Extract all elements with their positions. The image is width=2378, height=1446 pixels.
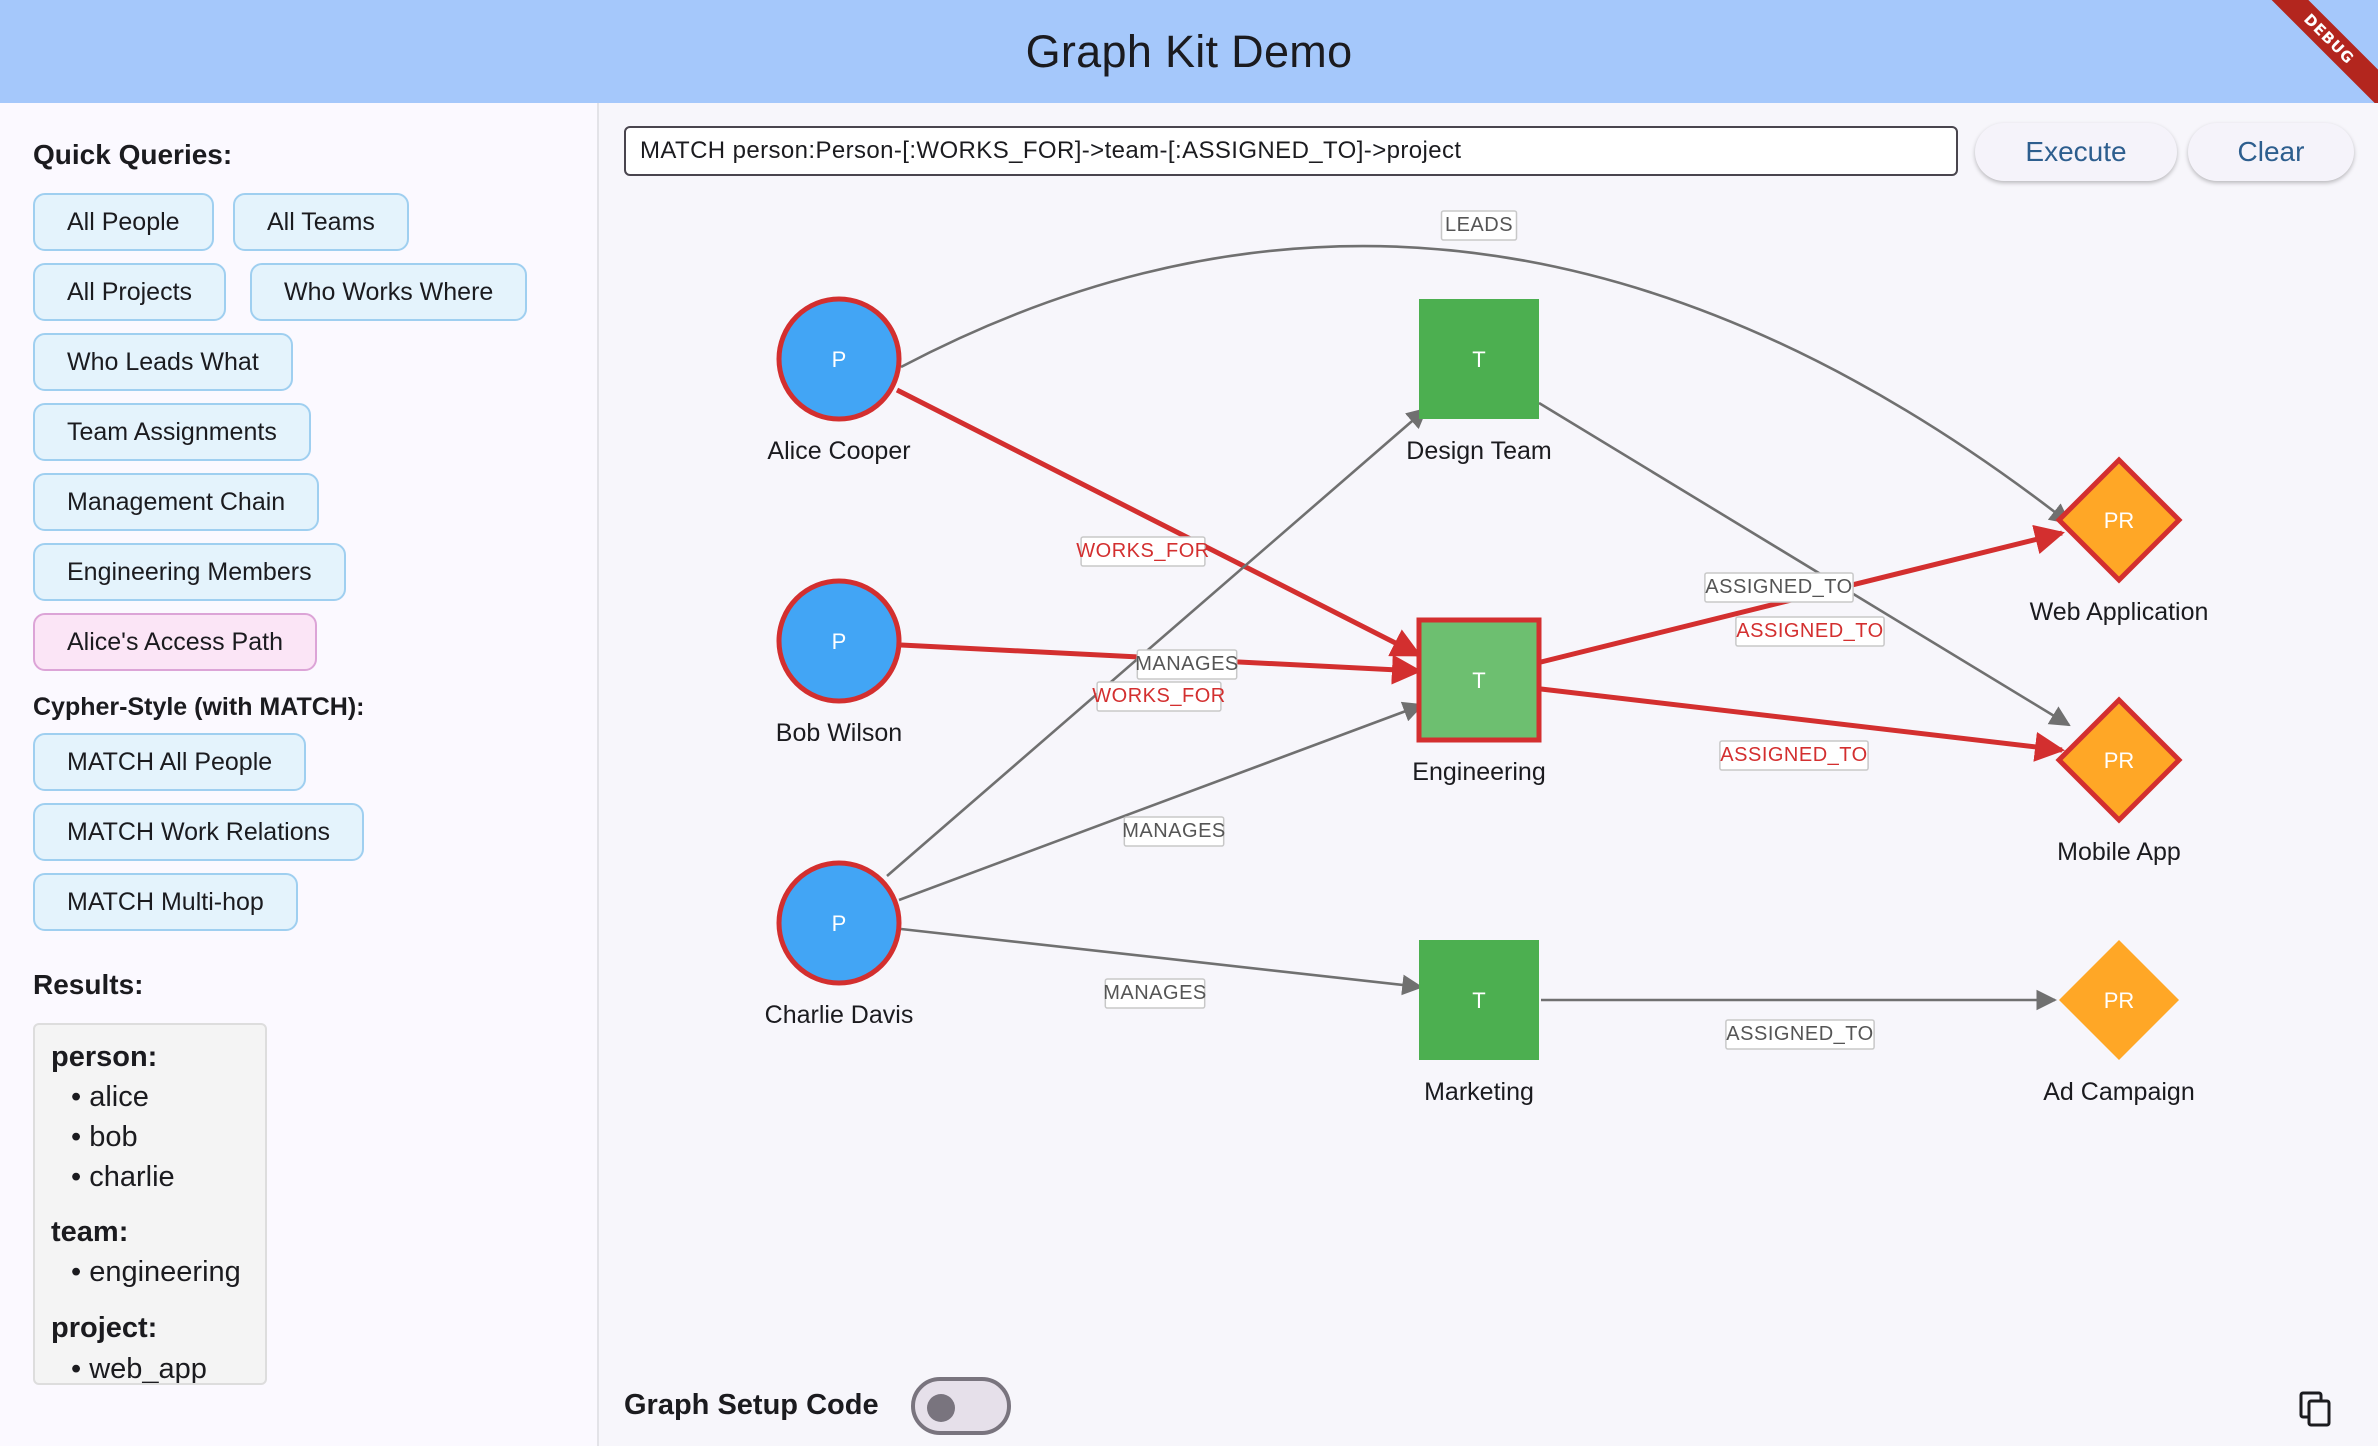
svg-text:MANAGES: MANAGES	[1135, 653, 1239, 675]
query-chip-who-works-where[interactable]: Who Works Where	[250, 263, 528, 321]
result-item: • web_app	[71, 1353, 207, 1385]
svg-text:ASSIGNED_TO: ASSIGNED_TO	[1726, 1023, 1873, 1045]
svg-text:ASSIGNED_TO: ASSIGNED_TO	[1720, 744, 1867, 766]
query-chip-team-assignments[interactable]: Team Assignments	[33, 403, 311, 461]
edge-alice-webapp[interactable]	[900, 244, 2071, 525]
result-key-person: person:	[51, 1041, 158, 1073]
node-adcampaign[interactable]: PR Ad Campaign	[2043, 940, 2195, 1106]
copy-icon[interactable]	[2299, 1391, 2333, 1427]
query-chip-engineering-members[interactable]: Engineering Members	[33, 543, 346, 601]
edge-label: ASSIGNED_TO	[1725, 1019, 1875, 1050]
edge-label: LEADS	[1440, 210, 1518, 241]
svg-text:MANAGES: MANAGES	[1122, 820, 1226, 842]
edge-label: ASSIGNED_TO	[1704, 572, 1854, 603]
node-label: Bob Wilson	[776, 719, 902, 747]
cypher-section-title: Cypher-Style (with MATCH):	[33, 693, 365, 721]
cypher-chip-match-all-people[interactable]: MATCH All People	[33, 733, 307, 791]
cypher-chip-match-multi-hop[interactable]: MATCH Multi-hop	[33, 873, 298, 931]
result-item: • charlie	[71, 1161, 175, 1193]
edge-label: WORKS_FOR	[1076, 536, 1209, 567]
execute-button[interactable]: Execute	[1975, 123, 2177, 181]
app-bar: Graph Kit Demo	[0, 0, 2378, 103]
edge-label: MANAGES	[1135, 649, 1239, 680]
query-chip-who-leads-what[interactable]: Who Leads What	[33, 333, 293, 391]
node-label: Charlie Davis	[765, 1001, 914, 1029]
svg-text:ASSIGNED_TO: ASSIGNED_TO	[1705, 576, 1852, 598]
result-item: • bob	[71, 1121, 138, 1153]
node-bob[interactable]: P Bob Wilson	[776, 578, 902, 747]
node-mobile[interactable]: PR Mobile App	[2055, 696, 2183, 866]
edge-label: ASSIGNED_TO	[1735, 616, 1885, 647]
result-item: • alice	[71, 1081, 149, 1113]
sidebar: Quick Queries: All People All Teams All …	[0, 103, 599, 1446]
node-label: Mobile App	[2057, 838, 2181, 866]
cypher-chip-match-work-relations[interactable]: MATCH Work Relations	[33, 803, 365, 861]
node-charlie[interactable]: P Charlie Davis	[765, 860, 914, 1029]
clear-button[interactable]: Clear	[2188, 123, 2354, 181]
edge-label: ASSIGNED_TO	[1719, 740, 1869, 771]
node-marketing[interactable]: T Marketing	[1419, 940, 1539, 1106]
node-label: Marketing	[1424, 1078, 1534, 1106]
graph-setup-code-label: Graph Setup Code	[624, 1389, 879, 1421]
node-engineering[interactable]: T Engineering	[1412, 617, 1546, 786]
node-label: Design Team	[1406, 437, 1551, 465]
query-chip-all-teams[interactable]: All Teams	[233, 193, 409, 251]
graph-setup-code-toggle[interactable]	[911, 1377, 1011, 1435]
node-label: Engineering	[1412, 758, 1545, 786]
node-label: Alice Cooper	[767, 437, 910, 465]
node-webapp[interactable]: PR Web Application	[2030, 456, 2209, 626]
result-key-project: project:	[51, 1312, 158, 1344]
app-title: Graph Kit Demo	[1025, 25, 1353, 77]
node-glyph: P	[832, 629, 847, 654]
node-label: Ad Campaign	[2043, 1078, 2194, 1106]
node-glyph: PR	[2104, 748, 2135, 773]
node-glyph: T	[1472, 668, 1485, 693]
node-glyph: PR	[2104, 508, 2135, 533]
query-chip-all-projects[interactable]: All Projects	[33, 263, 227, 321]
svg-text:WORKS_FOR: WORKS_FOR	[1076, 540, 1209, 562]
edge-label: MANAGES	[1122, 816, 1226, 847]
quick-queries-title: Quick Queries:	[33, 139, 233, 170]
query-chip-management-chain[interactable]: Management Chain	[33, 473, 320, 531]
query-chip-all-people[interactable]: All People	[33, 193, 214, 251]
results-title: Results:	[33, 969, 144, 1000]
edge-engineering-mobile[interactable]	[1540, 686, 2065, 762]
edge-charlie-design[interactable]	[886, 407, 1428, 877]
edge-label: MANAGES	[1103, 978, 1207, 1009]
node-glyph: P	[832, 911, 847, 936]
main-panel: MATCH person:Person-[:WORKS_FOR]->team-[…	[599, 103, 2378, 1446]
edge-alice-engineering[interactable]	[895, 387, 1422, 658]
edge-charlie-marketing[interactable]	[900, 927, 1424, 996]
svg-text:LEADS: LEADS	[1445, 214, 1513, 236]
toggle-knob	[927, 1394, 955, 1422]
node-label: Web Application	[2030, 598, 2209, 626]
node-alice[interactable]: P Alice Cooper	[767, 296, 911, 465]
node-glyph: PR	[2104, 988, 2135, 1013]
edge-design-mobile[interactable]	[1538, 401, 2071, 727]
query-chip-alices-access-path[interactable]: Alice's Access Path	[33, 613, 317, 671]
svg-text:MANAGES: MANAGES	[1103, 982, 1207, 1004]
node-glyph: P	[832, 347, 847, 372]
query-input[interactable]: MATCH person:Person-[:WORKS_FOR]->team-[…	[624, 126, 1958, 176]
result-item: • engineering	[71, 1256, 241, 1288]
svg-text:ASSIGNED_TO: ASSIGNED_TO	[1736, 620, 1883, 642]
node-glyph: T	[1472, 988, 1485, 1013]
result-key-team: team:	[51, 1216, 129, 1248]
node-design[interactable]: T Design Team	[1406, 299, 1552, 465]
svg-text:WORKS_FOR: WORKS_FOR	[1092, 685, 1225, 707]
edge-charlie-engineering[interactable]	[898, 701, 1424, 902]
edge-label: WORKS_FOR	[1092, 681, 1225, 712]
node-glyph: T	[1472, 347, 1485, 372]
results-panel[interactable]: person: • alice • bob • charlie team: • …	[33, 1023, 267, 1385]
